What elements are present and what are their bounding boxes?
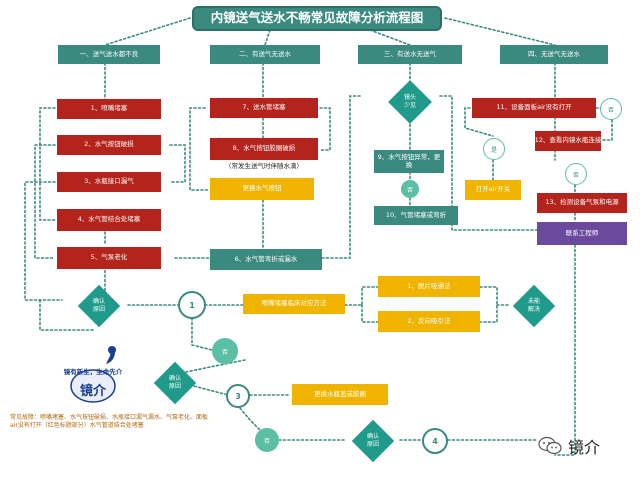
fault-item-10: 10、气管堵塞或弯折 bbox=[374, 206, 458, 225]
brand-logo: 镜有新生，生命先介 镜介 bbox=[52, 342, 134, 408]
step-circle-1: 1 bbox=[178, 291, 206, 319]
no-circle-col4-mid: 否 bbox=[565, 163, 587, 185]
yes-circle: 是 bbox=[483, 138, 505, 160]
page-title: 内镜送气送水不畅常见故障分析流程图 bbox=[192, 6, 442, 31]
fault-item-2: 2、水气按钮破损 bbox=[57, 135, 161, 155]
no-circle-flow-2: 否 bbox=[255, 428, 279, 452]
step-circle-3: 3 bbox=[226, 384, 250, 408]
fault-item-11: 11、设备面板air没有打开 bbox=[472, 98, 596, 118]
fault-item-3: 3、水瓶接口漏气 bbox=[57, 172, 161, 192]
category-header-3: 三、有送水无送气 bbox=[358, 45, 462, 64]
no-circle-flow-1: 否 bbox=[212, 338, 238, 364]
fault-item-4: 4、水气管结合处堵塞 bbox=[57, 209, 161, 231]
watermark: 镜介 bbox=[538, 432, 628, 460]
logo-name: 镜介 bbox=[79, 384, 106, 399]
fault-item-8-note: （常发生送气时伴随水滴） bbox=[225, 162, 303, 171]
category-header-2: 二、有送气无送水 bbox=[210, 45, 320, 64]
open-air-action: 打开air开关 bbox=[465, 180, 521, 200]
method-2: 2、反向吸引法 bbox=[378, 311, 480, 332]
replace-button-action: 更换水气按钮 bbox=[210, 178, 314, 200]
fault-item-12: 12、查看内镜水瓶连接 bbox=[535, 131, 601, 151]
confirm-cause-diamond-3: 确认 原因 bbox=[340, 419, 406, 463]
wechat-icon bbox=[538, 436, 562, 455]
fault-item-1: 1、喷嘴堵塞 bbox=[57, 99, 161, 119]
confirm-cause-diamond-2: 确认 原因 bbox=[142, 361, 208, 405]
confirm-cause-diamond-1: 确认 原因 bbox=[66, 284, 132, 328]
fault-item-5: 5、气泵老化 bbox=[57, 247, 161, 269]
fault-item-6: 6、水气管弯折或漏水 bbox=[210, 249, 322, 270]
nozzle-method-center: 喷嘴堵塞临床对应方法 bbox=[243, 294, 345, 314]
no-circle-col4-top: 否 bbox=[600, 98, 622, 120]
step-circle-4: 4 bbox=[422, 428, 448, 454]
fault-item-9: 9、水气按钮异常，更换 bbox=[374, 150, 444, 173]
contact-engineer-action: 联系工程师 bbox=[537, 222, 627, 245]
fault-item-13: 13、检测设备气泵和电源 bbox=[537, 193, 627, 213]
lens-rare-diamond: 镜头 少见 bbox=[380, 80, 440, 124]
category-header-1: 一、送气送水都不良 bbox=[58, 45, 160, 64]
fault-item-8: 8、水气按钮胶圈破损 bbox=[210, 138, 318, 160]
fault-item-7: 7、送水管堵塞 bbox=[210, 98, 318, 118]
method-1: 1、脱片吸通法 bbox=[378, 276, 480, 297]
no-circle-col3: 否 bbox=[401, 180, 419, 198]
common-faults-footer: 常见故障：喷嘴堵塞、水气按钮破损、水瓶接口漏气漏水、气泵老化、面板air没有打开… bbox=[10, 414, 209, 430]
watermark-text: 镜介 bbox=[568, 438, 601, 457]
logo-slogan: 镜有新生，生命先介 bbox=[63, 368, 123, 376]
category-header-4: 四、无送气无送水 bbox=[500, 45, 608, 64]
unresolved-diamond: 未能 解决 bbox=[506, 284, 562, 328]
replace-bottle-action: 更换水瓶盖或胶圈 bbox=[292, 384, 388, 405]
